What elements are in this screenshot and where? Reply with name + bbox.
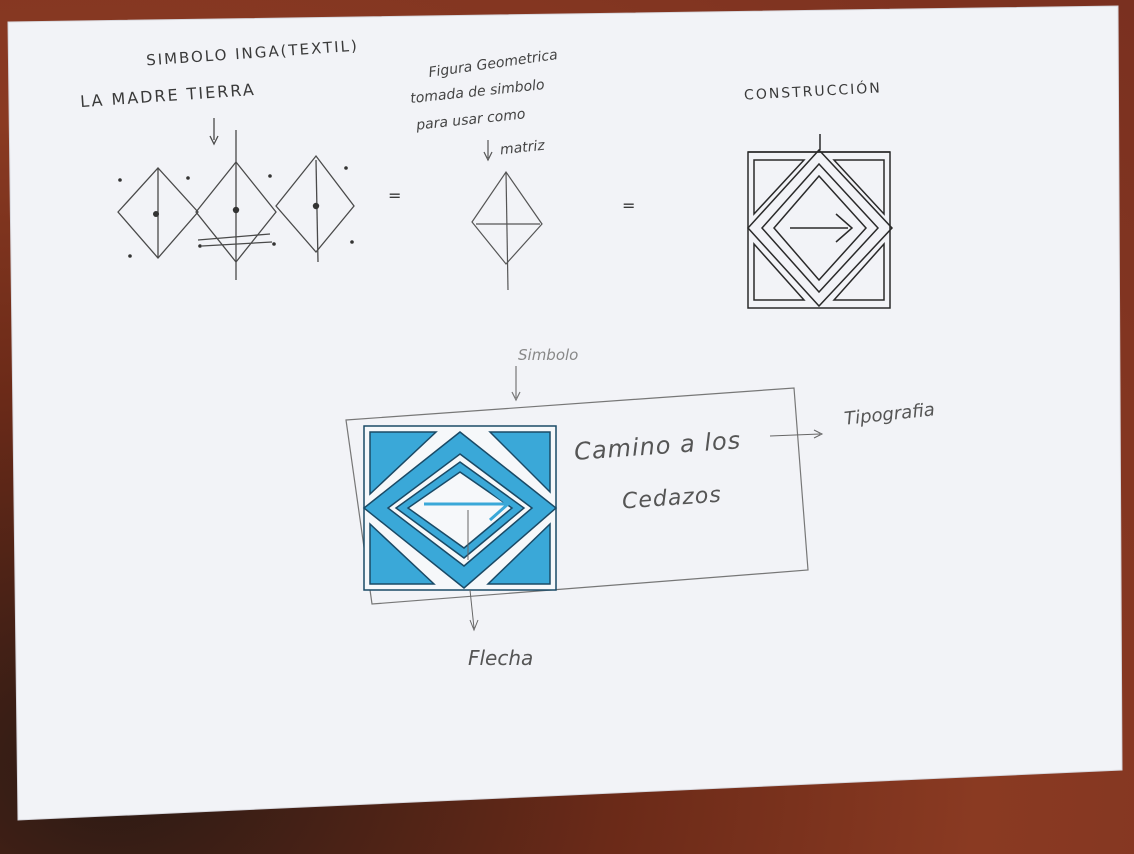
paper-background <box>8 6 1122 820</box>
logo-symbol <box>364 426 556 590</box>
equals-sign-1: = <box>388 186 401 205</box>
equals-sign-2: = <box>622 196 635 215</box>
label-symbol: Simbolo <box>518 346 578 364</box>
label-arrow: Flecha <box>468 646 533 670</box>
